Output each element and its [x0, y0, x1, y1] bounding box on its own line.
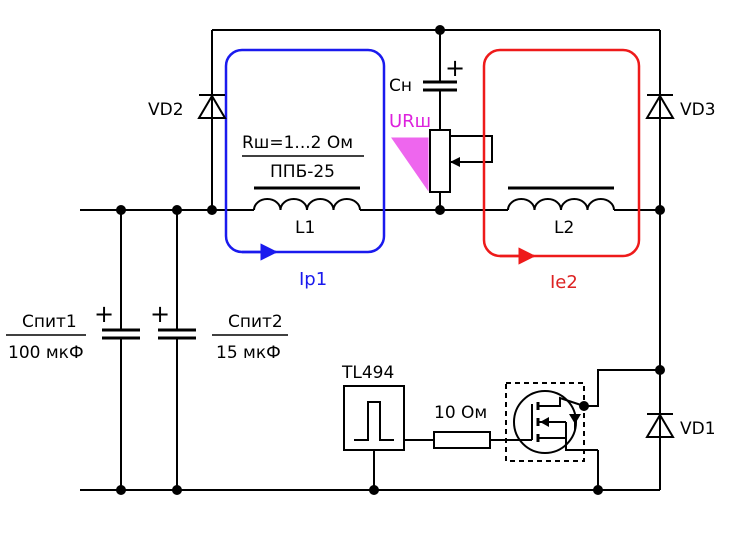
- wire-drain: [584, 369, 660, 407]
- mosfet-icon: [505, 382, 598, 462]
- label-c1-value: 100 мкФ: [8, 343, 84, 363]
- capacitor-c1-icon: [102, 328, 140, 340]
- label-ur-sh: URш: [389, 111, 431, 132]
- tl494-block: [343, 385, 405, 451]
- junction-dot: [172, 205, 182, 215]
- label-ip1: Ip1: [299, 269, 327, 290]
- junction-dots: [116, 25, 665, 495]
- label-c1-name: Спит1: [22, 312, 77, 332]
- label-r-gate: 10 Ом: [434, 403, 487, 423]
- capacitor-cn-icon: [423, 80, 457, 92]
- label-vd3: VD3: [680, 100, 716, 120]
- label-vd1: VD1: [680, 419, 716, 439]
- capacitor-c2-icon: [158, 328, 196, 340]
- current-loop-l2: [482, 48, 641, 258]
- wiper-arrow-icon: [450, 157, 460, 167]
- junction-dot: [655, 205, 665, 215]
- label-rsh-value: Rш=1...2 Ом: [242, 133, 353, 153]
- junction-dot: [435, 25, 445, 35]
- junction-dot: [116, 205, 126, 215]
- pwm-pulse-icon: [354, 401, 394, 441]
- diode-vd1-icon: [645, 413, 675, 438]
- resistor-gate-icon: [433, 431, 491, 449]
- label-vd2: VD2: [148, 100, 184, 120]
- junction-dot: [172, 485, 182, 495]
- junction-dot: [579, 401, 589, 411]
- potentiometer-rsh-icon: [429, 129, 451, 193]
- label-c1-plus: +: [94, 300, 114, 328]
- label-l2: L2: [554, 218, 574, 238]
- label-rsh-type: ППБ-25: [270, 162, 335, 182]
- inductor-l2-icon: [507, 186, 615, 211]
- inductor-l1-icon: [253, 186, 361, 211]
- diode-vd3-icon: [645, 94, 675, 119]
- junction-dot: [655, 365, 665, 375]
- junction-dot: [207, 205, 217, 215]
- label-c2-plus: +: [150, 300, 170, 328]
- junction-dot: [369, 485, 379, 495]
- junction-dot: [435, 205, 445, 215]
- label-tl494: TL494: [341, 363, 394, 383]
- label-c2-name: Спит2: [228, 312, 283, 332]
- label-ie2: Ie2: [550, 272, 578, 293]
- junction-dot: [593, 485, 603, 495]
- current-loop-l1: [224, 48, 386, 254]
- wire-pot-wiper: [440, 135, 493, 163]
- diode-vd2-icon: [197, 94, 227, 119]
- label-l1: L1: [295, 218, 315, 238]
- junction-dot: [116, 485, 126, 495]
- ur-sh-marker-icon: [391, 137, 429, 192]
- label-cn: Сн: [389, 76, 412, 96]
- label-c2-value: 15 мкФ: [216, 343, 281, 363]
- label-cn-plus: +: [445, 54, 465, 82]
